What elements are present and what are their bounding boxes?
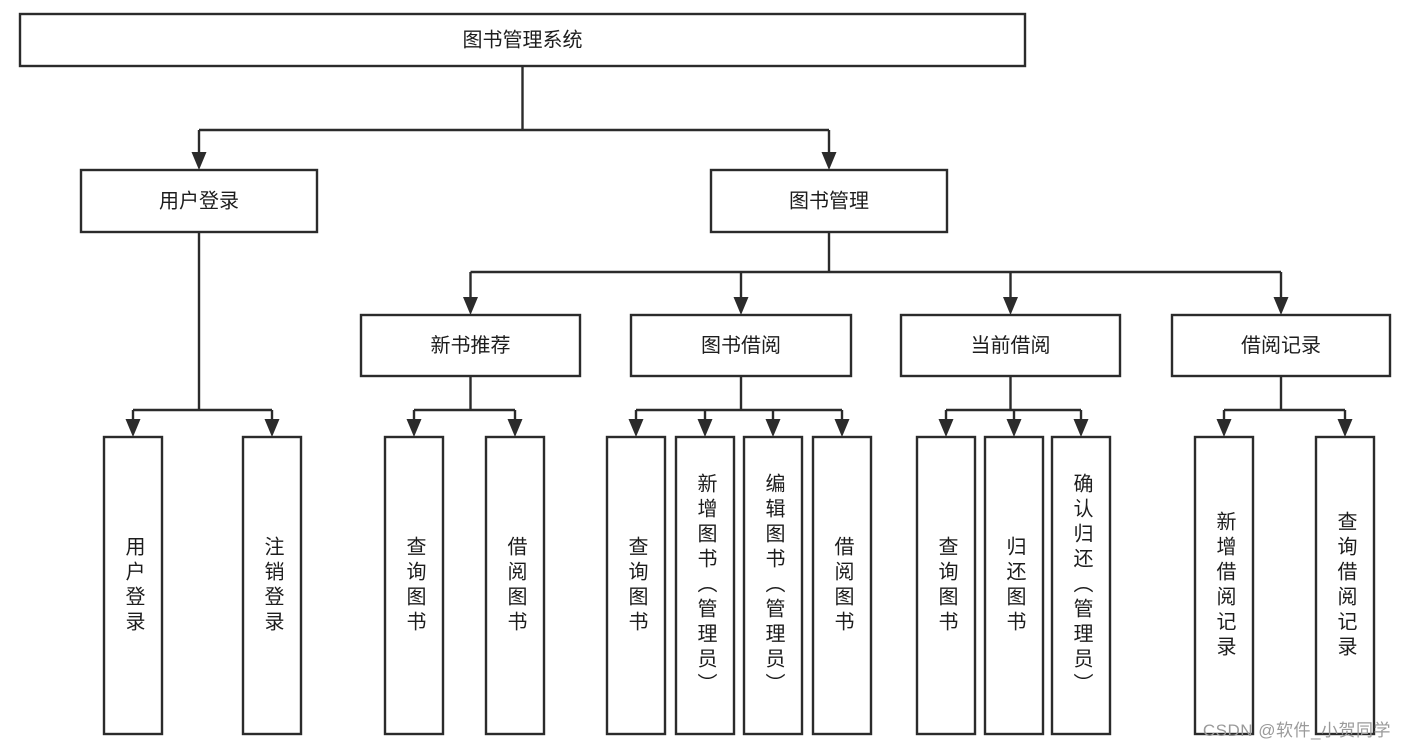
arrow-head-icon	[406, 419, 422, 437]
node-box-leaf-return-book[interactable]	[983, 435, 1045, 736]
arrow-head-icon	[1273, 297, 1289, 315]
arrow-head-icon	[628, 419, 644, 437]
arrow-head-icon	[507, 419, 523, 437]
arrow-head-icon	[821, 152, 837, 170]
node-label-root: 图书管理系统	[463, 28, 583, 51]
node-box-book-manage[interactable]	[709, 168, 949, 234]
arrow-head-icon	[834, 419, 850, 437]
arrow-head-icon	[1006, 419, 1022, 437]
arrow-head-icon	[733, 297, 749, 315]
arrow-head-icon	[125, 419, 141, 437]
node-label-user-login: 用户登录	[159, 189, 239, 212]
node-box-leaf-query-book-3[interactable]	[915, 435, 977, 736]
node-label-current-borrow: 当前借阅	[971, 334, 1051, 357]
arrow-head-icon	[1003, 297, 1018, 315]
node-box-leaf-add-record[interactable]	[1193, 435, 1255, 736]
node-label-borrow-record: 借阅记录	[1241, 334, 1321, 357]
node-box-leaf-logout[interactable]	[241, 435, 303, 736]
watermark: CSDN @软件_小贺同学	[1202, 721, 1391, 740]
node-box-leaf-borrow-book-2[interactable]	[811, 435, 873, 736]
node-box-leaf-borrow-book-1[interactable]	[484, 435, 546, 736]
node-box-leaf-query-book-1[interactable]	[383, 435, 445, 736]
node-box-leaf-query-book-2[interactable]	[605, 435, 667, 736]
arrow-head-icon	[264, 419, 280, 437]
node-box-borrow-record[interactable]	[1170, 313, 1392, 378]
arrow-head-icon	[191, 152, 207, 170]
arrow-head-icon	[1337, 419, 1353, 437]
arrow-head-icon	[697, 419, 713, 437]
arrow-head-icon	[463, 297, 478, 315]
arrow-head-icon	[1073, 419, 1089, 437]
node-box-user-login[interactable]	[79, 168, 319, 234]
node-box-layer	[18, 12, 1392, 736]
node-box-leaf-confirm-return[interactable]	[1050, 435, 1112, 736]
node-label-book-borrow: 图书借阅	[701, 334, 781, 357]
node-box-leaf-edit-book[interactable]	[742, 435, 804, 736]
node-box-leaf-user-login[interactable]	[102, 435, 164, 736]
node-label-book-manage: 图书管理	[789, 189, 869, 212]
node-box-root[interactable]	[18, 12, 1027, 68]
node-box-new-book-rec[interactable]	[359, 313, 582, 378]
node-box-leaf-add-book[interactable]	[674, 435, 736, 736]
node-label-new-book-rec: 新书推荐	[431, 334, 511, 357]
arrow-head-icon	[1216, 419, 1232, 437]
node-box-current-borrow[interactable]	[899, 313, 1122, 378]
node-box-book-borrow[interactable]	[629, 313, 853, 378]
arrow-head-icon	[938, 419, 954, 437]
connector-layer	[125, 66, 1353, 437]
arrow-head-icon	[765, 419, 781, 437]
node-box-leaf-query-record[interactable]	[1314, 435, 1376, 736]
